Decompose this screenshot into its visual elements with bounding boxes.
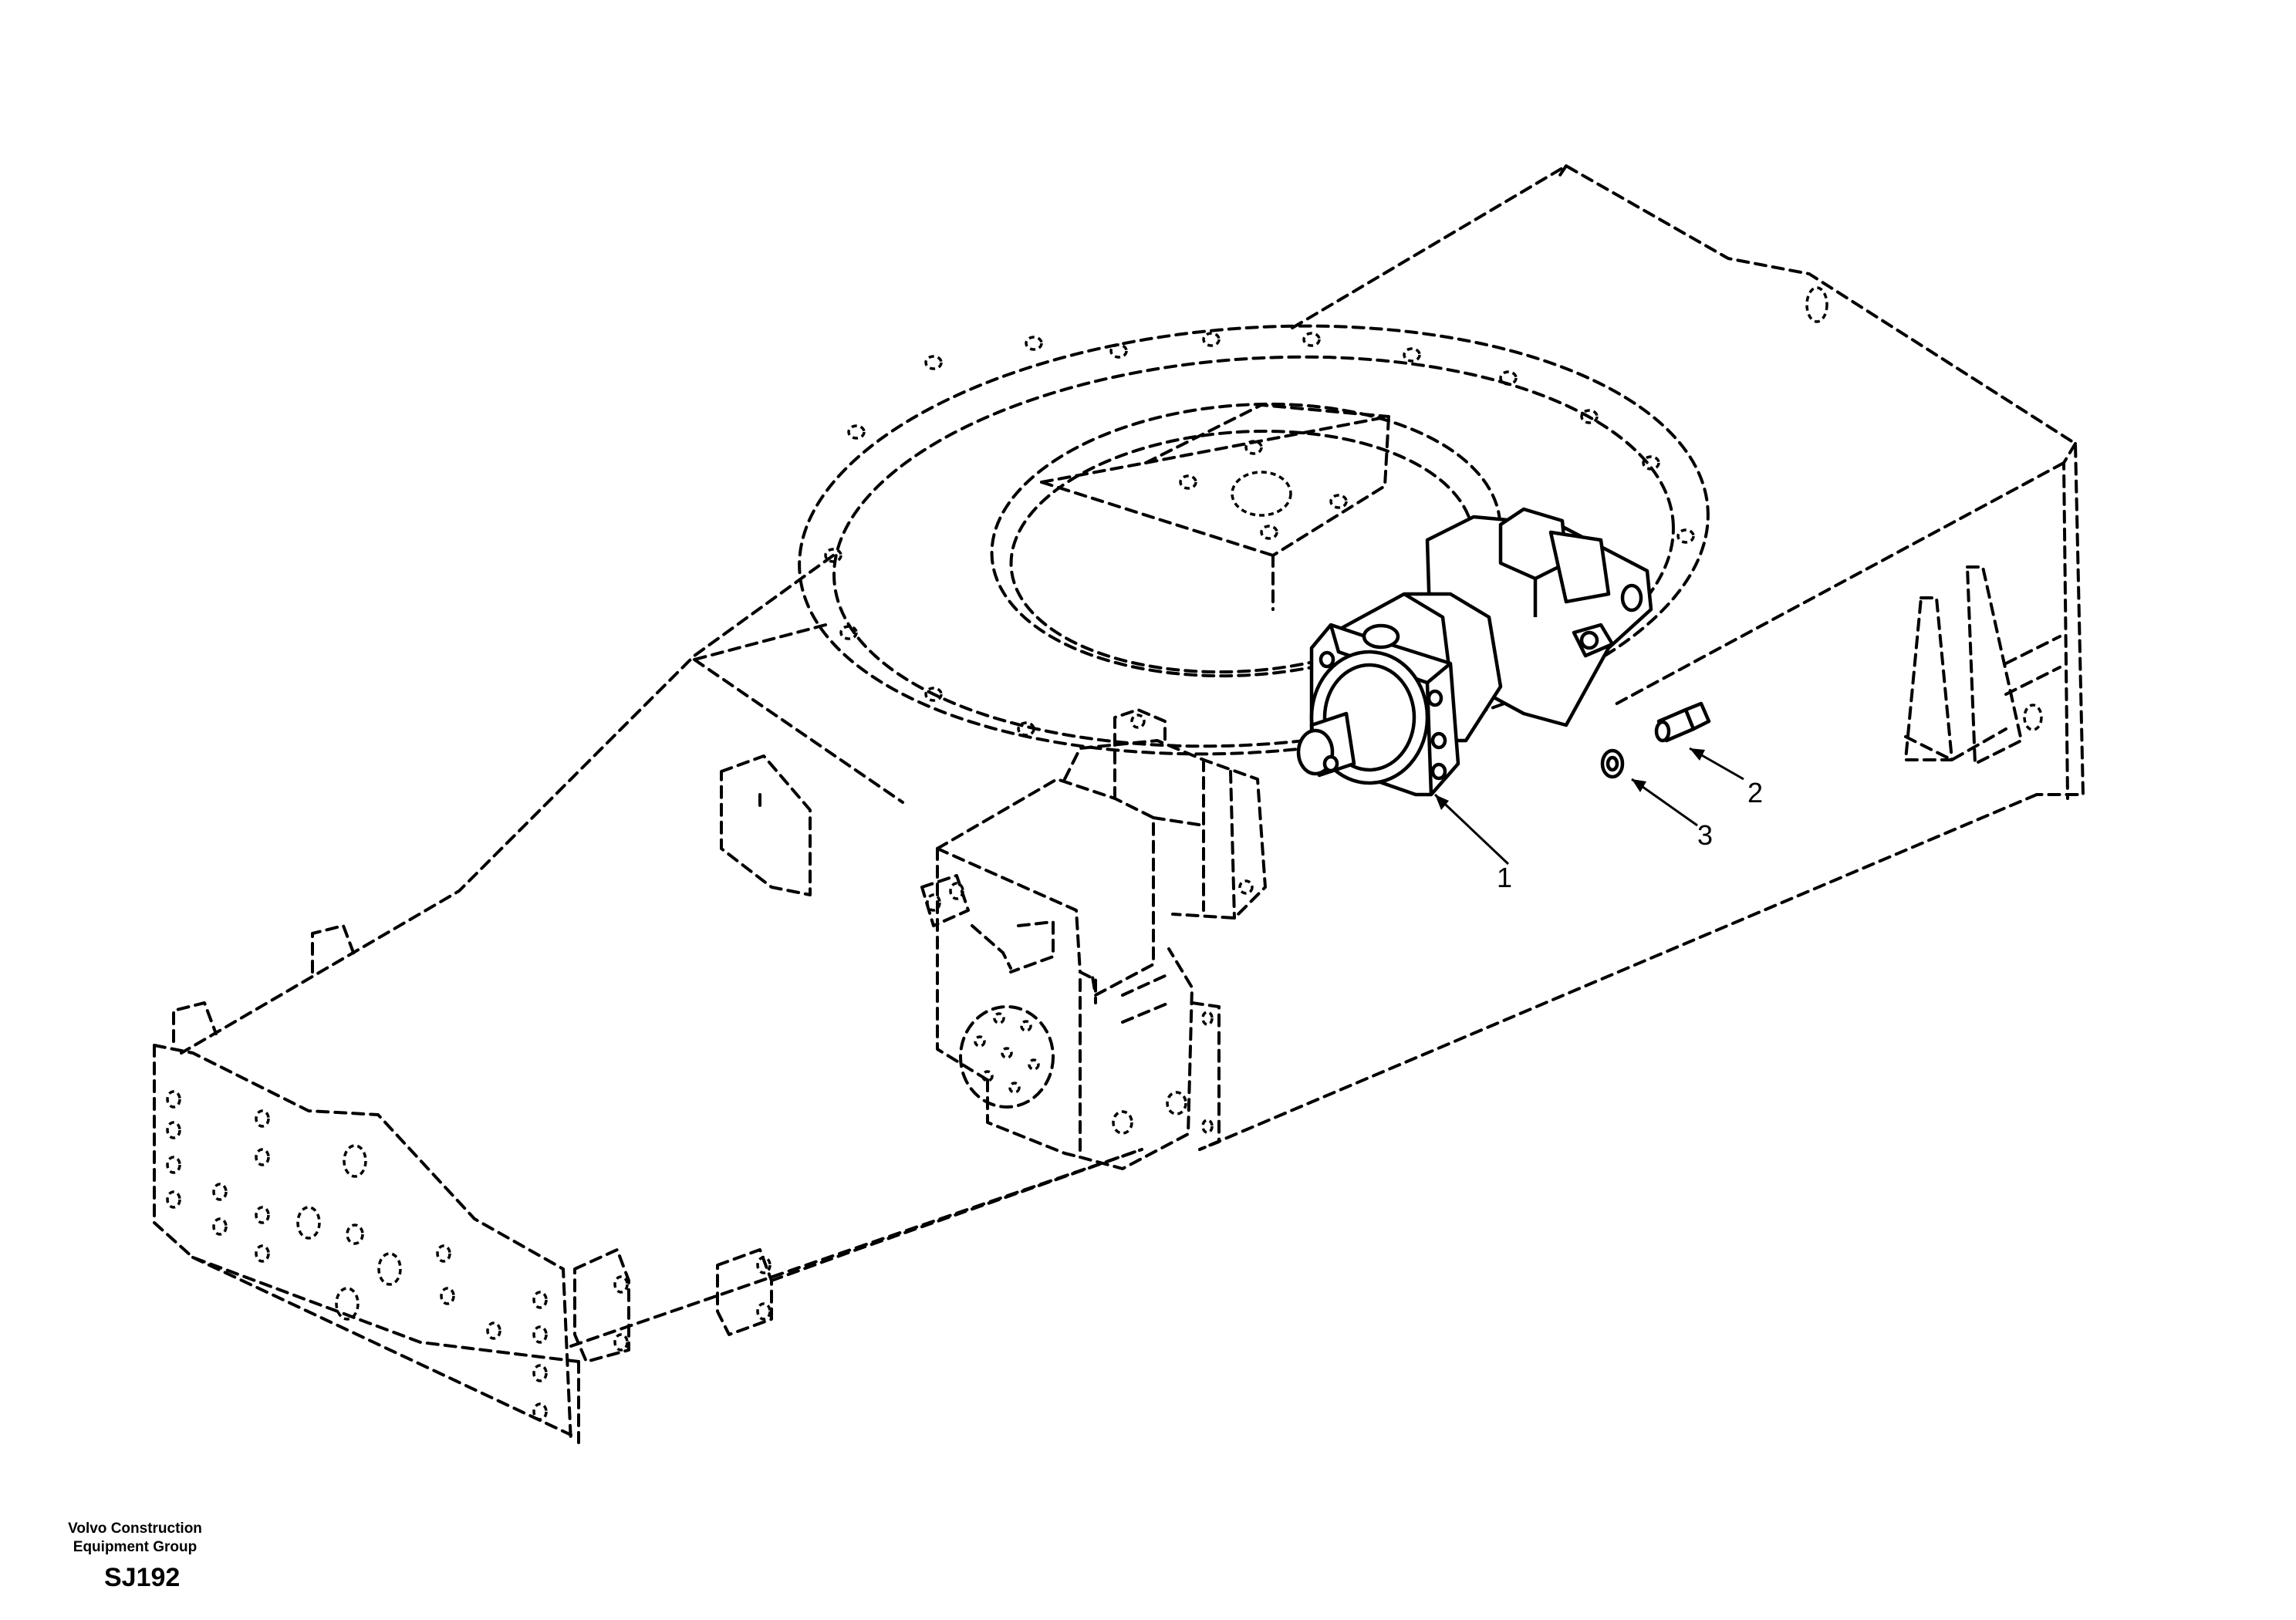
callout-3-leader (1631, 778, 1698, 827)
callout-1-leader (1433, 793, 1510, 866)
company-name-line1: Volvo Construction (68, 1520, 202, 1537)
washer (1600, 748, 1625, 779)
callout-2-leader (1689, 747, 1744, 781)
hydraulic-motor (1296, 507, 1653, 797)
callout-1: 1 (1497, 862, 1512, 893)
callout-3: 3 (1697, 819, 1713, 851)
company-footer: Volvo Construction Equipment Group SJ192 (46, 1520, 224, 1593)
bolt (1654, 701, 1711, 743)
company-name-line2: Equipment Group (73, 1539, 198, 1555)
upper-frame (1198, 164, 2085, 1151)
mounting-pad (1040, 403, 1390, 611)
swing-gearbox (920, 708, 1267, 1170)
lower-frame (153, 554, 1143, 1444)
diagram-code: SJ192 (104, 1563, 181, 1592)
callout-2: 2 (1747, 777, 1763, 808)
